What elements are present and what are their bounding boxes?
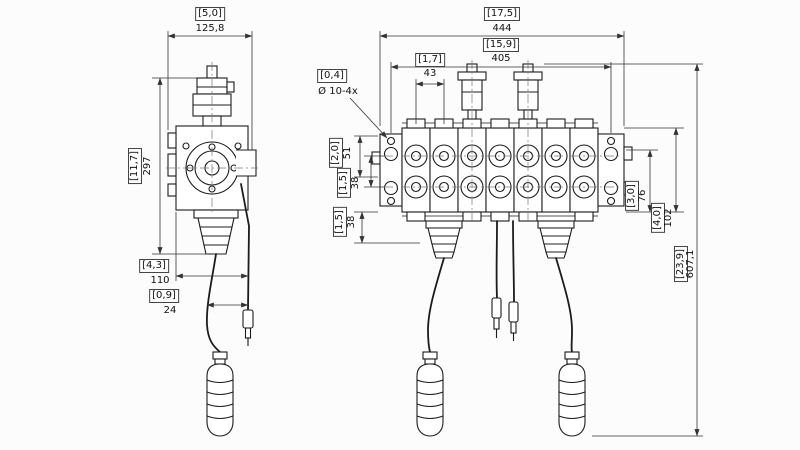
dim-side-width-ref: [5,0]	[195, 7, 225, 21]
dim-side-height-ref: [11,7]	[128, 147, 142, 185]
front-view-joystick-bellows-right	[537, 220, 575, 259]
dim-front-port-offset-ref: [2,0]	[329, 138, 343, 168]
dim-front-hole-ref: [0,4]	[317, 69, 347, 83]
dim-front-right-a-mm: 76	[637, 189, 648, 203]
dim-front-pitch-mm: 43	[423, 68, 437, 79]
front-view-joystick-bellows-left	[425, 220, 463, 259]
dim-front-port-spacing-ref: [1,5]	[337, 168, 351, 198]
dimension-lines-side-view	[152, 31, 253, 308]
dim-front-right-b-mm: 102	[663, 208, 674, 228]
dim-front-lower-offset-ref: [1,5]	[333, 207, 347, 237]
dim-front-bolt-span-mm: 405	[491, 53, 511, 64]
front-view-left-end-cap	[371, 133, 403, 207]
dim-front-bolt-span-ref: [15,9]	[482, 38, 520, 52]
front-view-bottom-blocks	[406, 211, 594, 222]
front-view-center-connectors	[491, 297, 519, 341]
dim-side-offset-a-ref: [4,3]	[139, 259, 169, 273]
front-view-cables	[427, 220, 573, 353]
dim-front-port-spacing-mm: 38	[350, 176, 361, 190]
dim-front-lower-offset-mm: 38	[346, 215, 357, 229]
dim-front-hole-mm: Ø 10-4x	[318, 86, 358, 97]
dim-side-offset-b-ref: [0,9]	[149, 289, 179, 303]
front-view-right-end-cap	[597, 133, 633, 207]
side-view-joystick-bellows	[197, 217, 235, 255]
dim-front-total-width-mm: 444	[492, 23, 512, 34]
front-view-joystick-handle-left	[416, 351, 444, 437]
centerlines	[166, 60, 620, 225]
side-view-joystick-handle	[206, 351, 234, 437]
dim-side-width-mm: 125,8	[195, 23, 225, 34]
dim-side-offset-b-mm: 24	[163, 305, 177, 316]
dim-side-offset-a-mm: 110	[150, 275, 170, 286]
side-view-cable-connector	[242, 309, 254, 346]
dim-front-total-width-ref: [17,5]	[483, 7, 521, 21]
dim-front-port-offset-mm: 51	[342, 146, 353, 160]
dim-front-total-height-mm: 607,1	[685, 249, 696, 279]
front-view-top-blocks	[406, 118, 594, 129]
front-view-valve-sections	[401, 122, 599, 217]
dim-side-height-mm: 297	[142, 156, 153, 176]
front-view-joystick-handle-right	[558, 351, 586, 437]
dim-front-pitch-ref: [1,7]	[415, 53, 445, 67]
dimension-lines-front-view	[349, 31, 703, 437]
